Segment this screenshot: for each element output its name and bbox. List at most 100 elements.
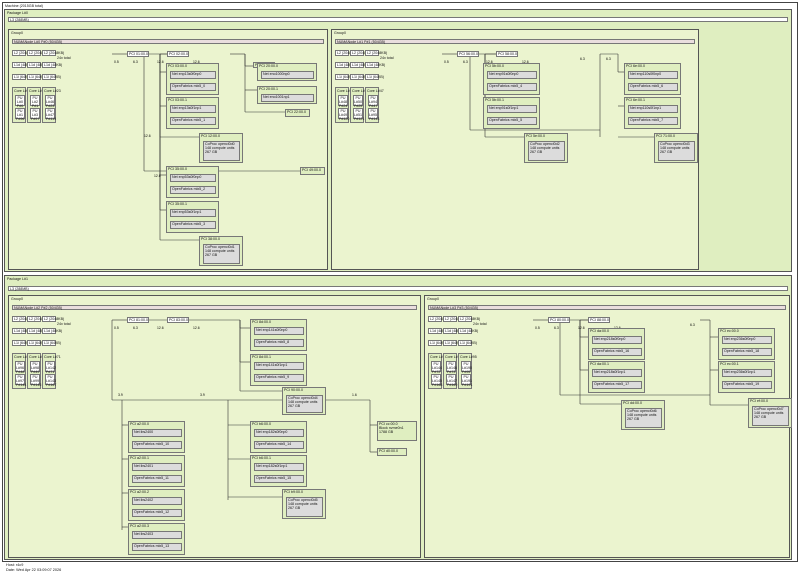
pu: PU L#46 P#23 [45, 95, 55, 109]
l2-cache: L2 (2048KB) [42, 50, 65, 56]
openfabrics-device: OpenFabrics mlx5_14 [254, 441, 304, 449]
core-label: Core L#0 [14, 89, 29, 93]
net-device: Net enp218s0f0np0 [592, 336, 642, 344]
pu: PU L#48 P#24 [338, 95, 348, 109]
l1i-cache: L1i (64KB) [12, 340, 31, 346]
footer: Host: r4c9 Date: Wed Apr 22 03:09:07 202… [6, 563, 61, 573]
link-bandwidth-label: 12.6 [157, 326, 164, 330]
l2-cache: L2 (2048KB) [12, 316, 35, 322]
total-label: 24x total [473, 322, 487, 326]
link-bandwidth-label: 6.3 [554, 326, 559, 330]
net-device: Net enp236s0f1np1 [722, 369, 772, 377]
l1d-cache: L1d (48KB) [428, 328, 449, 334]
openfabrics-device: OpenFabrics mlx5_16 [592, 348, 642, 356]
link-bandwidth-label: 12.6 [154, 174, 161, 178]
net-device: Net enp182s0f1np1 [254, 463, 304, 471]
pu: PU L#146 P#73 [446, 361, 457, 375]
openfabrics-device: OpenFabrics mlx5_13 [132, 543, 182, 551]
openfabrics-device: OpenFabrics mlx5_6 [628, 83, 678, 91]
l1i-cache: L1i (64KB) [27, 74, 46, 80]
link-bandwidth-label: 6.3 [133, 60, 138, 64]
pu: PU L#96 P#48 [15, 361, 25, 375]
l1i-cache: L1i (64KB) [428, 340, 447, 346]
l1d-cache: L1d (48KB) [12, 328, 33, 334]
link-bandwidth-label: 0.5 [114, 60, 119, 64]
pu: PU L#47 P#119 [45, 108, 57, 122]
numa-node: NUMANode L#1 P#1 (504GB) [335, 39, 695, 44]
total-label: 24x total [57, 56, 71, 60]
openfabrics-device: OpenFabrics mlx5_5 [487, 117, 537, 125]
core-label: Core L#48 [14, 355, 31, 359]
l2-cache: L2 (2048KB) [335, 50, 358, 56]
group-label: Group0 [11, 31, 23, 35]
l1i-cache: L1i (64KB) [27, 340, 46, 346]
l2-cache: L2 (2048KB) [27, 50, 50, 56]
pu: PU L#0 P#0 [15, 95, 25, 109]
link-bandwidth-label: 6.3 [580, 57, 585, 61]
l2-cache: L2 (2048KB) [350, 50, 373, 56]
l1i-cache: L1i (64KB) [42, 340, 61, 346]
l1i-cache: L1i (64KB) [458, 340, 477, 346]
core-label: Core L#24 [337, 89, 354, 93]
machine-label: Machine (2015GB total) [5, 4, 43, 8]
link-bandwidth-label: 12.6 [522, 60, 529, 64]
link-bandwidth-label: 3.9 [200, 393, 205, 397]
pu: PU L#144 P#72 [431, 361, 442, 375]
l1d-cache: L1d (48KB) [365, 62, 386, 68]
l1i-cache: L1i (64KB) [365, 74, 384, 80]
group-label: Group0 [427, 297, 439, 301]
pci-bridge: PCI 81:00.0 [127, 317, 149, 323]
link-bandwidth-label: 0.5 [444, 60, 449, 64]
pci-device: PCI 22:00.0 [285, 109, 310, 117]
link-bandwidth-label: 12.6 [193, 60, 200, 64]
link-bandwidth-label: 12.6 [144, 134, 151, 138]
pci-device: PCI d0:00.0 [377, 448, 407, 456]
openfabrics-device: OpenFabrics mlx5_12 [132, 509, 182, 517]
net-device: Net enp91s0f1np1 [487, 105, 537, 113]
l1i-cache: L1i (64KB) [443, 340, 462, 346]
core-label: Core L#95 [460, 355, 477, 359]
link-bandwidth-label: 0.5 [114, 326, 119, 330]
l1d-cache: L1d (48KB) [42, 328, 63, 334]
openfabrics-device: OpenFabrics mlx5_10 [132, 441, 182, 449]
core-label: Core L#47 [367, 89, 384, 93]
core-label: Core L#71 [44, 355, 61, 359]
openfabrics-device: OpenFabrics mlx5_15 [254, 475, 304, 483]
link-bandwidth-label: 12.6 [578, 326, 585, 330]
openfabrics-device: OpenFabrics mlx5_4 [487, 83, 537, 91]
net-device: Net enp182s0f0np0 [254, 429, 304, 437]
core-label: Core L#1 [29, 89, 44, 93]
package-1-l3: L3 (288MB) [8, 286, 788, 291]
openfabrics-device: OpenFabrics mlx5_8 [254, 339, 304, 347]
link-bandwidth-label: 6.3 [690, 323, 695, 327]
net-device: Net ibs2401 [132, 463, 182, 471]
net-device: Net enp110s0f0np0 [628, 71, 678, 79]
l1d-cache: L1d (48KB) [12, 62, 33, 68]
